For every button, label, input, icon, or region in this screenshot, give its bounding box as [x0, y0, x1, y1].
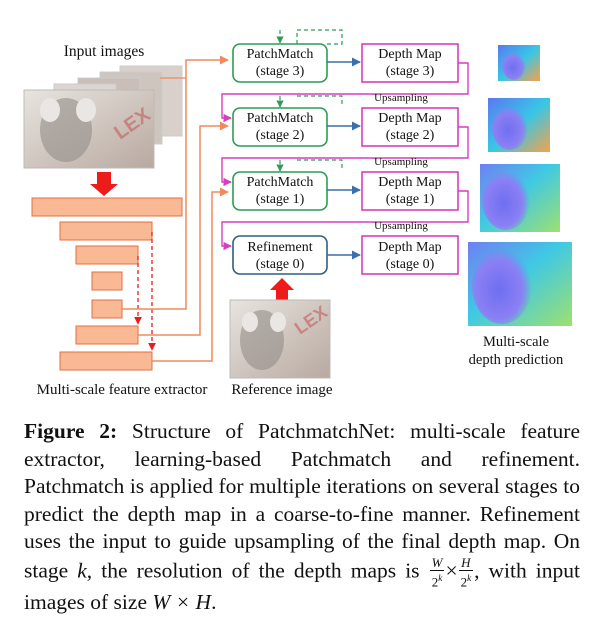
decoder-layer-3 [59, 351, 153, 371]
encoder-layer-4 [91, 271, 123, 291]
caption-end: . [211, 590, 217, 615]
patchmatch-stage-3: PatchMatch (stage 3) [232, 43, 328, 83]
depth-map-stage: (stage 3) [386, 64, 435, 79]
feature-extractor [31, 197, 183, 371]
depth-map-stage-3: Depth Map (stage 3) [361, 43, 459, 83]
patchmatch-stage-2: PatchMatch (stage 2) [232, 107, 328, 147]
prediction-label-line2: depth prediction [469, 352, 564, 368]
caption-var-k: k [77, 558, 87, 583]
figure-caption: Figure 2: Structure of PatchmatchNet: mu… [24, 418, 580, 617]
reference-image-label: Reference image [231, 382, 333, 398]
extractor-label: Multi-scale feature extractor [37, 382, 208, 398]
decoder-layer-1 [91, 299, 123, 319]
patchmatch-title: PatchMatch [247, 175, 314, 190]
encoder-layer-2 [59, 221, 153, 241]
caption-text-3: , with input images of size [24, 558, 580, 615]
depth-map-title: Depth Map [378, 175, 441, 190]
decoder-layer-2 [75, 325, 139, 345]
upsampling-label: Upsampling [374, 220, 428, 232]
depth-map-stage-2: Depth Map (stage 2) [361, 107, 459, 147]
input-images-label: Input images [64, 43, 145, 60]
depth-prediction-images [468, 45, 572, 326]
depth-map-stage: (stage 1) [386, 192, 435, 207]
refinement-stage: (stage 0) [256, 257, 305, 272]
upsampling-label: Upsampling [374, 92, 428, 104]
caption-size-expr: W × H [152, 590, 212, 615]
depth-map-title: Depth Map [378, 47, 441, 62]
patchmatch-title: PatchMatch [247, 111, 314, 126]
encoder-layer-1 [31, 197, 183, 217]
encoder-layer-3 [75, 245, 139, 265]
caption-text-1: Structure of PatchmatchNet: multi-scale … [24, 419, 581, 583]
prediction-label-line1: Multi-scale [483, 334, 549, 350]
architecture-diagram: Input images LEX PatchMat [23, 29, 572, 398]
reference-image: LEX [229, 299, 331, 379]
patchmatch-stage: (stage 3) [256, 64, 305, 79]
depth-map-title: Depth Map [378, 111, 441, 126]
patchmatch-title: PatchMatch [247, 47, 314, 62]
depth-map-stage-1: Depth Map (stage 1) [361, 171, 459, 211]
depth-map-stage: (stage 0) [386, 257, 435, 272]
depth-map-stage-0: Depth Map (stage 0) [361, 235, 459, 275]
patchmatch-stage: (stage 2) [256, 128, 305, 143]
caption-label: Figure 2: [24, 419, 118, 443]
input-images-stack: LEX [23, 65, 183, 169]
times-symbol: × [445, 558, 458, 583]
upsampling-label: Upsampling [374, 156, 428, 168]
refinement-title: Refinement [247, 240, 312, 255]
patchmatch-stage-1: PatchMatch (stage 1) [232, 171, 328, 211]
caption-text-2: , the resolution of the depth maps is [86, 558, 429, 583]
depth-map-title: Depth Map [378, 240, 441, 255]
depth-map-stage: (stage 2) [386, 128, 435, 143]
refinement-stage-0: Refinement (stage 0) [232, 235, 328, 275]
patchmatch-stage: (stage 1) [256, 192, 305, 207]
